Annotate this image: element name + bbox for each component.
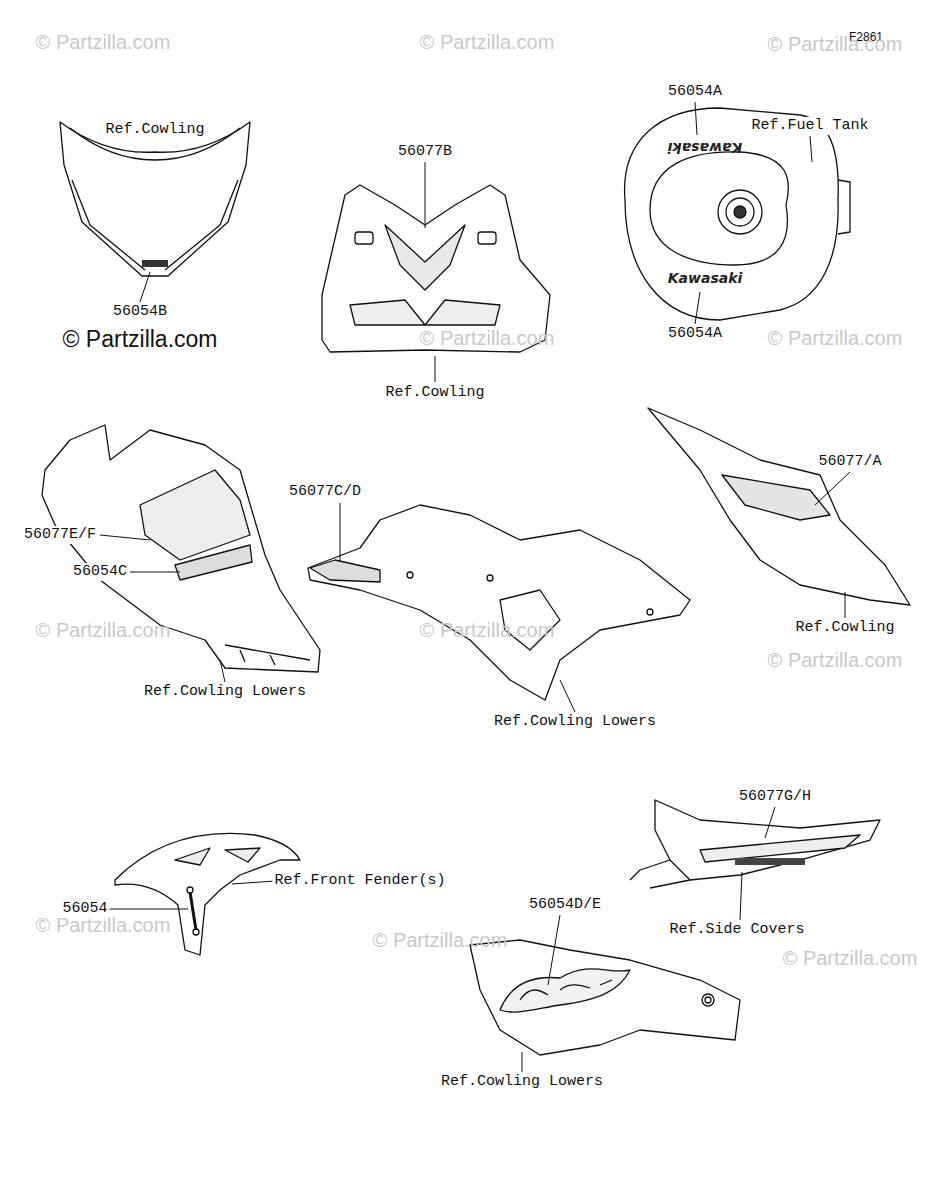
- callout-number: 56077B: [396, 143, 454, 161]
- part-label: Ref.Cowling Lowers: [439, 1073, 605, 1091]
- decal-text: Kawasaki: [668, 140, 743, 157]
- part-label: Ref.Cowling: [103, 121, 206, 139]
- part-label: Ref.Fuel Tank: [749, 117, 870, 135]
- part-label: Ref.Cowling Lowers: [492, 713, 658, 731]
- callout-number: 56054: [60, 900, 109, 918]
- part-label: Ref.Side Covers: [667, 921, 806, 939]
- callout-number: 56077E/F: [22, 526, 98, 544]
- watermark: © Partzilla.com: [768, 648, 903, 672]
- watermark: © Partzilla.com: [373, 928, 508, 952]
- part-label: Ref.Cowling: [793, 619, 896, 637]
- watermark: © Partzilla.com: [420, 618, 555, 642]
- callout-number: 56077G/H: [737, 788, 813, 806]
- part-label: Ref.Front Fender(s): [272, 872, 447, 890]
- callout-number: 56077C/D: [287, 483, 363, 501]
- watermark: © Partzilla.com: [768, 326, 903, 350]
- callout-number: 56054D/E: [527, 896, 603, 914]
- callout-number: 56054C: [71, 563, 129, 581]
- watermark: © Partzilla.com: [36, 618, 171, 642]
- callout-number: 56054A: [666, 83, 724, 101]
- callout-number: 56077/A: [816, 453, 883, 471]
- watermark: © Partzilla.com: [420, 30, 555, 54]
- watermark: © Partzilla.com: [783, 946, 918, 970]
- callout-number: 56054A: [666, 325, 724, 343]
- part-label: Ref.Cowling: [383, 384, 486, 402]
- watermark: © Partzilla.com: [63, 326, 218, 354]
- part-label: Ref.Cowling Lowers: [142, 683, 308, 701]
- watermark: © Partzilla.com: [768, 32, 903, 56]
- callout-number: 56054B: [111, 303, 169, 321]
- decal-text: Kawasaki: [668, 270, 743, 287]
- watermark: © Partzilla.com: [420, 326, 555, 350]
- watermark: © Partzilla.com: [36, 30, 171, 54]
